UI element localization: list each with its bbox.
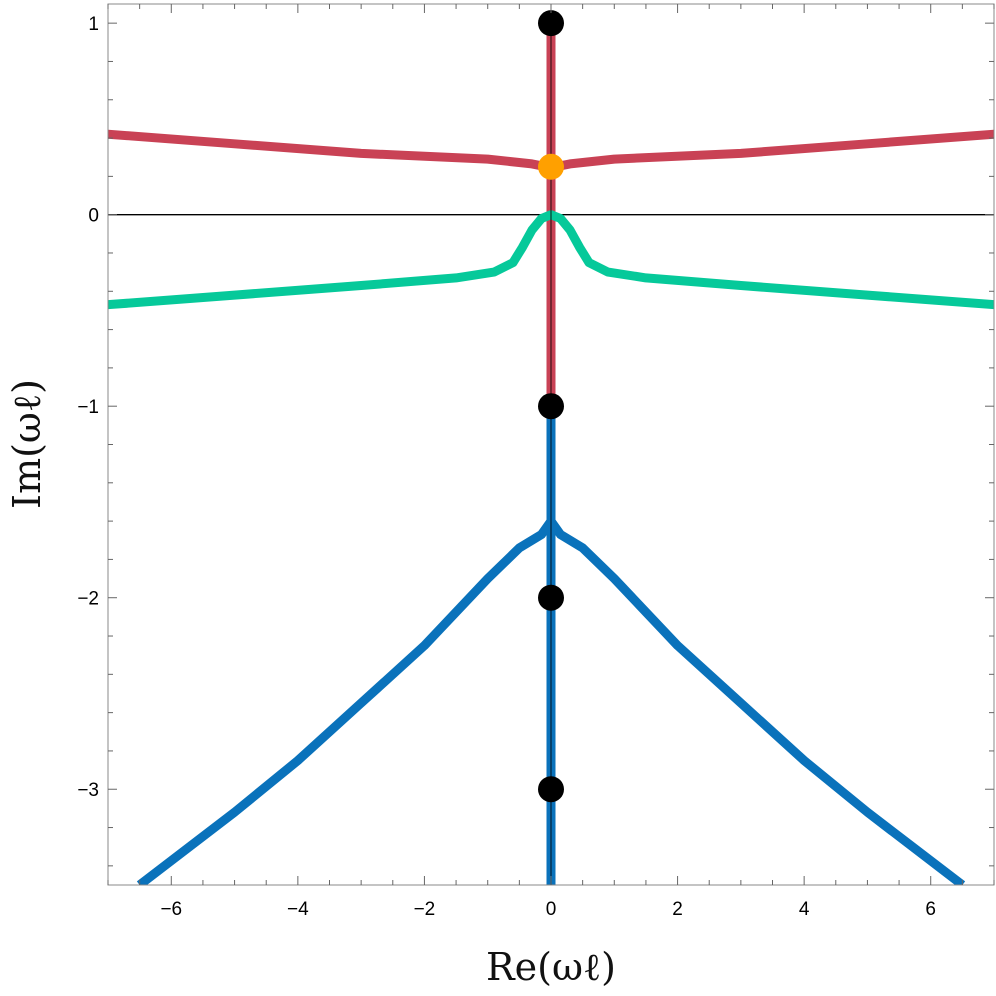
data-point-1: [538, 153, 564, 180]
y-tick-label: −1: [77, 397, 99, 418]
x-tick-label: −6: [160, 899, 182, 920]
data-point-4: [538, 776, 564, 803]
x-tick-label: 6: [925, 899, 936, 920]
data-point-3: [538, 584, 564, 611]
y-tick-label: 0: [88, 206, 99, 227]
y-tick-label: 1: [88, 14, 99, 35]
x-tick-label: −4: [287, 899, 309, 920]
x-tick-label: 0: [546, 899, 557, 920]
tick-marks: [107, 4, 995, 885]
x-tick-label: 4: [799, 899, 810, 920]
y-tick-label: −3: [77, 780, 99, 801]
y-tick-labels: 1 0 −1 −2 −3: [77, 14, 99, 801]
x-tick-label: −2: [414, 899, 436, 920]
y-tick-label: −2: [77, 589, 99, 610]
x-tick-label: 2: [672, 899, 683, 920]
plot-area: [108, 10, 994, 885]
x-axis-title: Re(ωℓ): [486, 945, 616, 989]
data-point-2: [538, 393, 564, 420]
data-point-0: [538, 10, 564, 37]
x-tick-labels: −6 −4 −2 0 2 4 6: [160, 899, 936, 920]
y-axis-title: Im(ωℓ): [5, 379, 49, 509]
plot-clip-group: [108, 23, 994, 885]
